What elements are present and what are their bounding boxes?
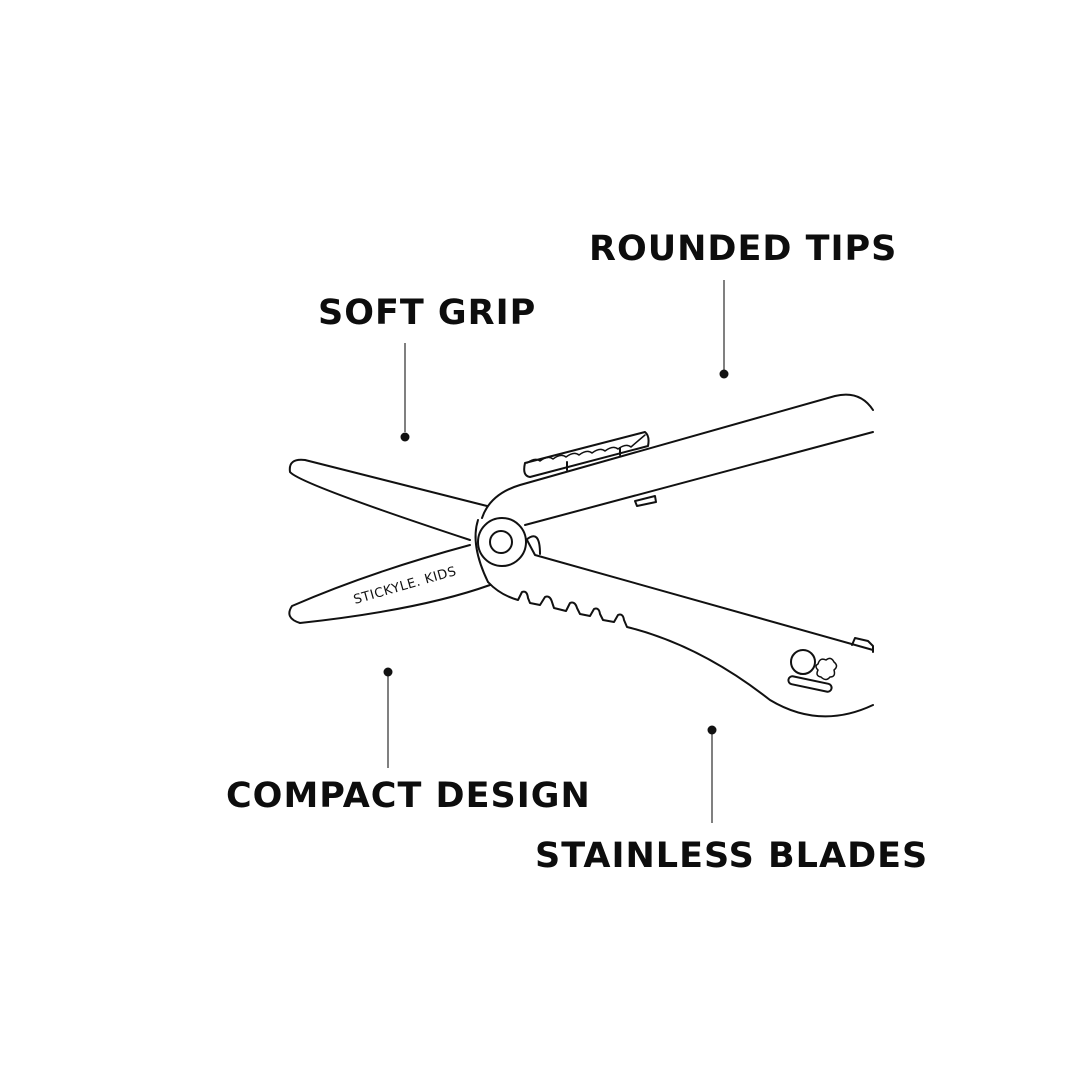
lower-handle (526, 539, 874, 651)
label-compact-design: COMPACT DESIGN (226, 776, 591, 816)
grip-slider (523, 431, 650, 478)
label-rounded-tips: ROUNDED TIPS (589, 229, 898, 269)
lower-blade (288, 544, 491, 624)
dot-stainless-blades (707, 725, 717, 735)
label-soft-grip: SOFT GRIP (318, 293, 537, 333)
dot-compact-design (383, 667, 393, 677)
upper-blade (288, 458, 488, 541)
upper-handle (481, 393, 874, 519)
blade-brand-text: STICKYLE. KIDS (352, 564, 458, 608)
dot-soft-grip (400, 432, 410, 442)
label-stainless-blades: STAINLESS BLADES (535, 836, 929, 876)
logo-flower (815, 657, 838, 681)
logo-bar (787, 675, 833, 693)
pivot-inner (489, 530, 513, 554)
logo-circle (790, 649, 816, 675)
dot-rounded-tips (719, 369, 729, 379)
pivot-outer (477, 517, 527, 567)
